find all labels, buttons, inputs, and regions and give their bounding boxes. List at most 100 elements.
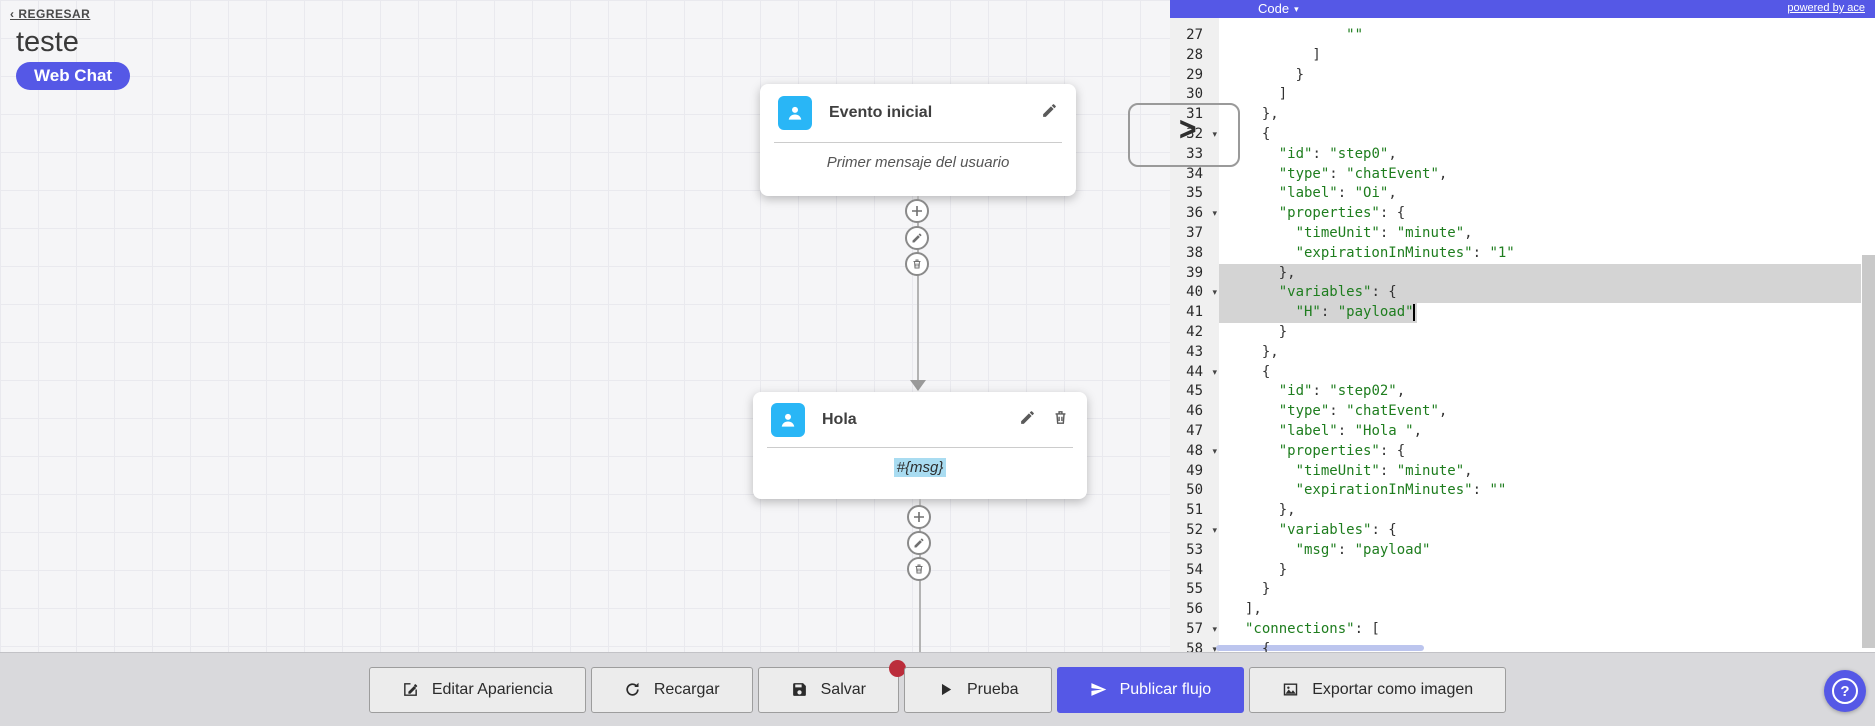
- node-evento-inicial[interactable]: Evento inicial Primer mensaje del usuari…: [760, 84, 1076, 196]
- fold-icon[interactable]: ▾: [1212, 623, 1217, 634]
- collapse-code-panel-button[interactable]: >: [1128, 103, 1240, 167]
- delete-connection-button[interactable]: [905, 252, 929, 276]
- code-line[interactable]: }: [1245, 66, 1305, 83]
- code-line[interactable]: }: [1245, 581, 1271, 598]
- code-line[interactable]: ],: [1245, 601, 1262, 618]
- code-line[interactable]: "type": "chatEvent",: [1278, 403, 1448, 420]
- code-line[interactable]: "id": "step02",: [1278, 383, 1406, 400]
- gutter-line-number[interactable]: 32▾: [1170, 125, 1219, 145]
- gutter-line-number[interactable]: 51: [1186, 502, 1203, 519]
- code-editor-panel[interactable]: 27 28 29 30 31 32▾33 34 35 36▾37 38 39 40▾41 42 43 44▾…: [1170, 0, 1875, 652]
- fold-icon[interactable]: ▾: [1212, 445, 1217, 456]
- gutter-line-number[interactable]: 33: [1186, 145, 1203, 162]
- edit-node-icon[interactable]: [1019, 409, 1036, 431]
- code-line[interactable]: "type": "chatEvent",: [1278, 165, 1448, 182]
- code-lines[interactable]: "" ] } ] }, { "id": "step0", "type": "ch…: [1219, 18, 1875, 652]
- code-line[interactable]: "msg": "payload": [1295, 541, 1431, 558]
- powered-by-ace-link[interactable]: powered by ace: [1787, 2, 1865, 14]
- code-line[interactable]: "label": "Hola ",: [1278, 422, 1423, 439]
- code-line[interactable]: }: [1245, 323, 1288, 340]
- gutter-line-number[interactable]: 55: [1186, 581, 1203, 598]
- add-step-button[interactable]: [905, 199, 929, 223]
- salvar-button[interactable]: Salvar: [757, 659, 906, 713]
- gutter-line-number[interactable]: 53: [1186, 541, 1203, 558]
- code-line[interactable]: {: [1245, 125, 1271, 142]
- gutter-line-number[interactable]: 50: [1186, 482, 1203, 499]
- gutter-line-number[interactable]: 48▾: [1170, 442, 1219, 462]
- code-line[interactable]: "variables": {: [1219, 283, 1875, 303]
- code-line[interactable]: "": [1346, 27, 1364, 43]
- flow-canvas[interactable]: ‹ REGRESAR teste Web Chat Evento inicial…: [0, 0, 1170, 652]
- gutter-line-number[interactable]: 37: [1186, 224, 1203, 241]
- gutter-line-number[interactable]: 27: [1186, 27, 1203, 43]
- gutter-line-number[interactable]: 40▾: [1170, 283, 1219, 303]
- horizontal-scrollbar[interactable]: [1216, 645, 1424, 651]
- recargar-button[interactable]: Recargar: [590, 666, 753, 713]
- gutter-line-number[interactable]: 54: [1186, 561, 1203, 578]
- fold-icon[interactable]: ▾: [1212, 366, 1217, 377]
- gutter-line-number[interactable]: 58▾: [1170, 640, 1219, 652]
- edit-connection-button[interactable]: [905, 226, 929, 250]
- gutter-line-number[interactable]: 28: [1186, 46, 1203, 63]
- gutter-line-number[interactable]: 39: [1186, 264, 1203, 281]
- code-line[interactable]: },: [1245, 106, 1279, 123]
- gutter-line-number[interactable]: 41: [1186, 304, 1203, 321]
- help-button[interactable]: ?: [1824, 670, 1866, 712]
- code-line[interactable]: {: [1245, 640, 1271, 652]
- code-line[interactable]: }: [1245, 561, 1288, 578]
- gutter-line-number[interactable]: 56: [1186, 601, 1203, 618]
- delete-connection-button[interactable]: [907, 557, 931, 581]
- code-line[interactable]: "connections": [: [1245, 620, 1380, 637]
- back-link[interactable]: ‹ REGRESAR: [10, 7, 91, 21]
- gutter-line-number[interactable]: 42: [1186, 323, 1203, 340]
- code-line[interactable]: "properties": {: [1278, 205, 1406, 222]
- gutter-line-number[interactable]: 35: [1186, 185, 1203, 202]
- code-line[interactable]: "timeUnit": "minute",: [1295, 224, 1473, 241]
- gutter-line-number[interactable]: 44▾: [1170, 363, 1219, 383]
- mode-dropdown[interactable]: Code▾: [1258, 1, 1299, 16]
- code-line[interactable]: {: [1245, 363, 1271, 380]
- gutter-line-number[interactable]: 29: [1186, 66, 1203, 83]
- code-line[interactable]: "H": "payload": [1219, 303, 1875, 323]
- edit-node-icon[interactable]: [1041, 102, 1058, 124]
- code-line[interactable]: "id": "step0",: [1278, 145, 1397, 162]
- gutter-line-number[interactable]: 30: [1186, 86, 1203, 103]
- code-line[interactable]: ]: [1245, 46, 1321, 63]
- editar-apariencia-button[interactable]: Editar Apariencia: [368, 666, 586, 713]
- delete-node-icon[interactable]: [1052, 409, 1069, 431]
- code-line[interactable]: },: [1245, 502, 1296, 519]
- gutter-line-number[interactable]: 34: [1186, 165, 1203, 182]
- exportar-como-imagen-button[interactable]: Exportar como imagen: [1249, 666, 1507, 713]
- code-line[interactable]: },: [1245, 343, 1279, 360]
- code-line[interactable]: "expirationInMinutes": "": [1295, 482, 1507, 499]
- code-line[interactable]: },: [1219, 263, 1875, 284]
- add-step-button[interactable]: [907, 505, 931, 529]
- gutter-line-number[interactable]: 45: [1186, 383, 1203, 400]
- gutter-line-number[interactable]: 36▾: [1170, 204, 1219, 224]
- gutter-line-number[interactable]: 47: [1186, 422, 1203, 439]
- gutter-line-number[interactable]: 31: [1186, 106, 1203, 123]
- gutter-line-number[interactable]: 43: [1186, 343, 1203, 360]
- gutter-line-number[interactable]: 52▾: [1170, 521, 1219, 541]
- fold-icon[interactable]: ▾: [1212, 524, 1217, 535]
- code-line[interactable]: ]: [1245, 86, 1288, 103]
- vertical-scrollbar[interactable]: [1862, 255, 1875, 648]
- fold-icon[interactable]: ▾: [1212, 208, 1217, 219]
- code-line[interactable]: "label": "Oi",: [1278, 185, 1397, 202]
- fold-icon[interactable]: ▾: [1212, 287, 1217, 298]
- gutter-line-number[interactable]: 57▾: [1170, 620, 1219, 640]
- fold-icon[interactable]: ▾: [1212, 128, 1217, 139]
- code-line[interactable]: "timeUnit": "minute",: [1295, 462, 1473, 479]
- gutter-line-number[interactable]: 46: [1186, 403, 1203, 420]
- fold-icon[interactable]: ▾: [1212, 643, 1217, 652]
- edit-connection-button[interactable]: [907, 531, 931, 555]
- gutter-line-number[interactable]: 38: [1186, 244, 1203, 261]
- prueba-button[interactable]: Prueba: [903, 666, 1052, 713]
- publicar-flujo-button[interactable]: Publicar flujo: [1056, 666, 1245, 713]
- code-line[interactable]: "expirationInMinutes": "1": [1295, 244, 1515, 261]
- gutter-line-number[interactable]: 49: [1186, 462, 1203, 479]
- node-hola[interactable]: Hola #{msg}: [753, 392, 1087, 499]
- code-line[interactable]: "properties": {: [1278, 442, 1406, 459]
- code-line[interactable]: "variables": {: [1278, 521, 1397, 538]
